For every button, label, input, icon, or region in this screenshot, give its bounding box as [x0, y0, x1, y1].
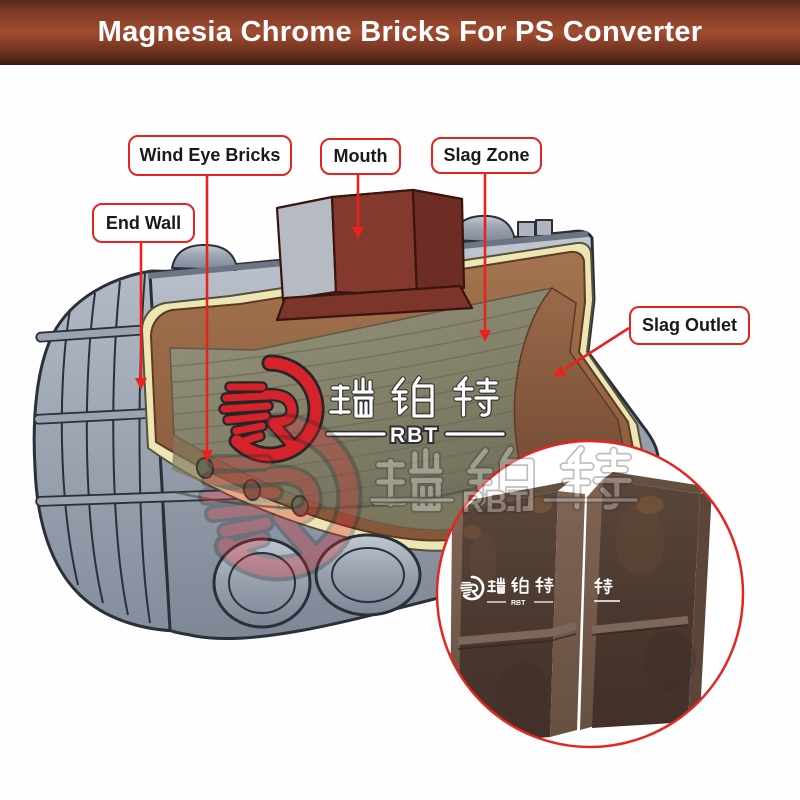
magnesia-chrome-bricks: RBT: [450, 472, 712, 745]
label-wind-eye-bricks-text: Wind Eye Bricks: [139, 145, 281, 165]
faint-brand-watermark: RBT: [207, 426, 640, 569]
circle-border: [435, 439, 745, 749]
mouth-inner-panel: [275, 195, 338, 302]
brick-logo: RBT: [460, 575, 554, 607]
faint-rbt-text: RBT: [462, 486, 530, 519]
label-slag-zone-text: Slag Zone: [443, 145, 530, 165]
callout-lines: [135, 170, 630, 462]
label-slag-zone: Slag Zone: [431, 137, 542, 174]
mouth-structure: [275, 188, 474, 322]
page-title: Magnesia Chrome Bricks For PS Converter: [97, 16, 703, 48]
leader-slag-outlet: [564, 326, 630, 371]
label-mouth-text: Mouth: [333, 146, 388, 166]
label-end-wall: End Wall: [92, 203, 195, 243]
label-wind-eye-bricks: Wind Eye Bricks: [128, 135, 292, 176]
label-slag-outlet: Slag Outlet: [629, 306, 750, 345]
arrowhead-slag-zone: [479, 330, 491, 342]
mouth-side-face: [411, 188, 466, 298]
brick-logo-partial: [594, 577, 620, 602]
arrowhead-slag-outlet: [553, 365, 567, 377]
brick-logo-rbt: RBT: [511, 600, 526, 607]
brick-left: RBT: [450, 481, 585, 745]
arrowhead-end-wall: [135, 378, 147, 390]
arrowhead-mouth: [352, 227, 364, 239]
mouth-front-face: [330, 188, 419, 298]
header-banner: Magnesia Chrome Bricks For PS Converter: [0, 0, 800, 65]
brand-rbt-text: RBT: [390, 424, 439, 447]
brick-photo-circle: RBT: [435, 439, 745, 749]
lifting-lugs: [171, 214, 553, 271]
brick-right: [580, 472, 712, 730]
brand-logo-watermark: RBT: [224, 363, 507, 455]
label-end-wall-text: End Wall: [105, 212, 182, 233]
arrowhead-wind-eye-bricks: [201, 450, 213, 462]
brand-rbt-line: RBT: [324, 422, 507, 449]
label-mouth: Mouth: [320, 138, 401, 175]
label-slag-outlet-text: Slag Outlet: [641, 315, 737, 335]
mouth-skirt: [275, 284, 474, 322]
